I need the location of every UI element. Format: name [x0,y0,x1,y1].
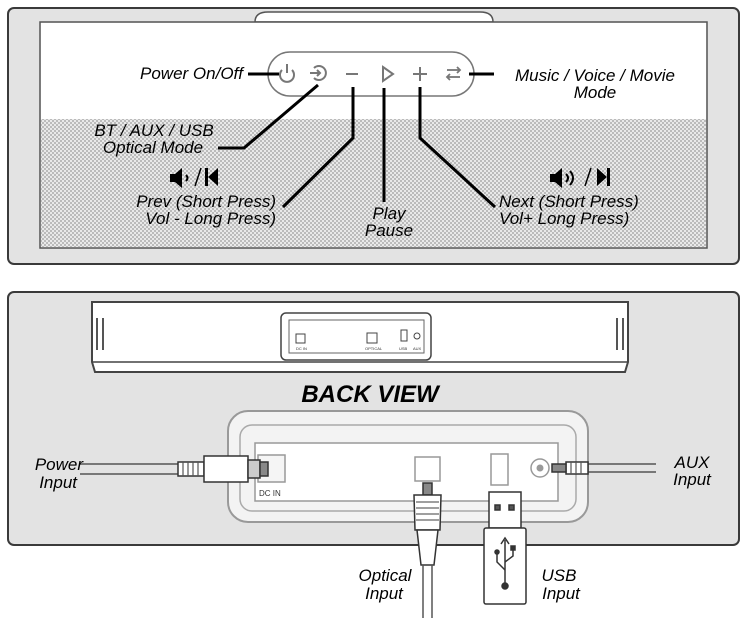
optical-input-line2: Input [365,584,404,603]
mode-label-line1: Music / Voice / Movie [515,66,675,85]
small-dc-label: DC IN [296,346,307,351]
port-panel: DC IN [227,410,589,523]
usb-input-line2: Input [542,584,581,603]
power-input-line2: Input [39,473,78,492]
power-plug [80,455,269,483]
aux-input-line2: Input [673,470,712,489]
speaker-next-icon [550,167,610,188]
callout-lines [218,72,497,209]
dc-in-label: DC IN [259,489,281,498]
optical-plug [413,482,442,618]
small-optical-label: OPTICAL [365,346,383,351]
source-label-line2: Optical Mode [103,138,203,157]
source-label-line1: BT / AUX / USB [94,121,213,140]
prev-label-line1: Prev (Short Press) [136,192,276,211]
soundbar-back: DC IN OPTICAL USB AUX [91,301,629,373]
mode-icon [445,66,462,81]
optical-port [414,456,441,482]
plus-icon [413,67,427,81]
aux-input-line1: AUX [674,453,711,472]
next-label-line1: Next (Short Press) [499,192,639,211]
power-icon [279,64,295,83]
next-label-line2: Vol+ Long Press) [499,209,629,228]
power-input-line1: Power [35,455,85,474]
aux-plug [551,461,656,475]
play-label-line2: Pause [365,221,413,240]
power-label: Power On/Off [140,64,245,83]
play-icon [382,65,395,83]
aux-port [530,458,550,478]
prev-label-line2: Vol - Long Press) [145,209,276,228]
usb-input-line1: USB [542,566,577,585]
button-strip [267,51,475,97]
small-usb-label: USB [399,346,408,351]
small-aux-label: AUX [413,346,422,351]
usb-port [490,453,509,486]
mode-label-line2: Mode [574,83,617,102]
play-label-line1: Play [372,204,407,223]
top-panel [7,7,740,265]
speaker-prev-icon [170,167,218,188]
usb-plug [483,491,527,605]
optical-input-line1: Optical [359,566,413,585]
back-view-title: BACK VIEW [301,381,441,408]
source-icon [310,65,327,81]
